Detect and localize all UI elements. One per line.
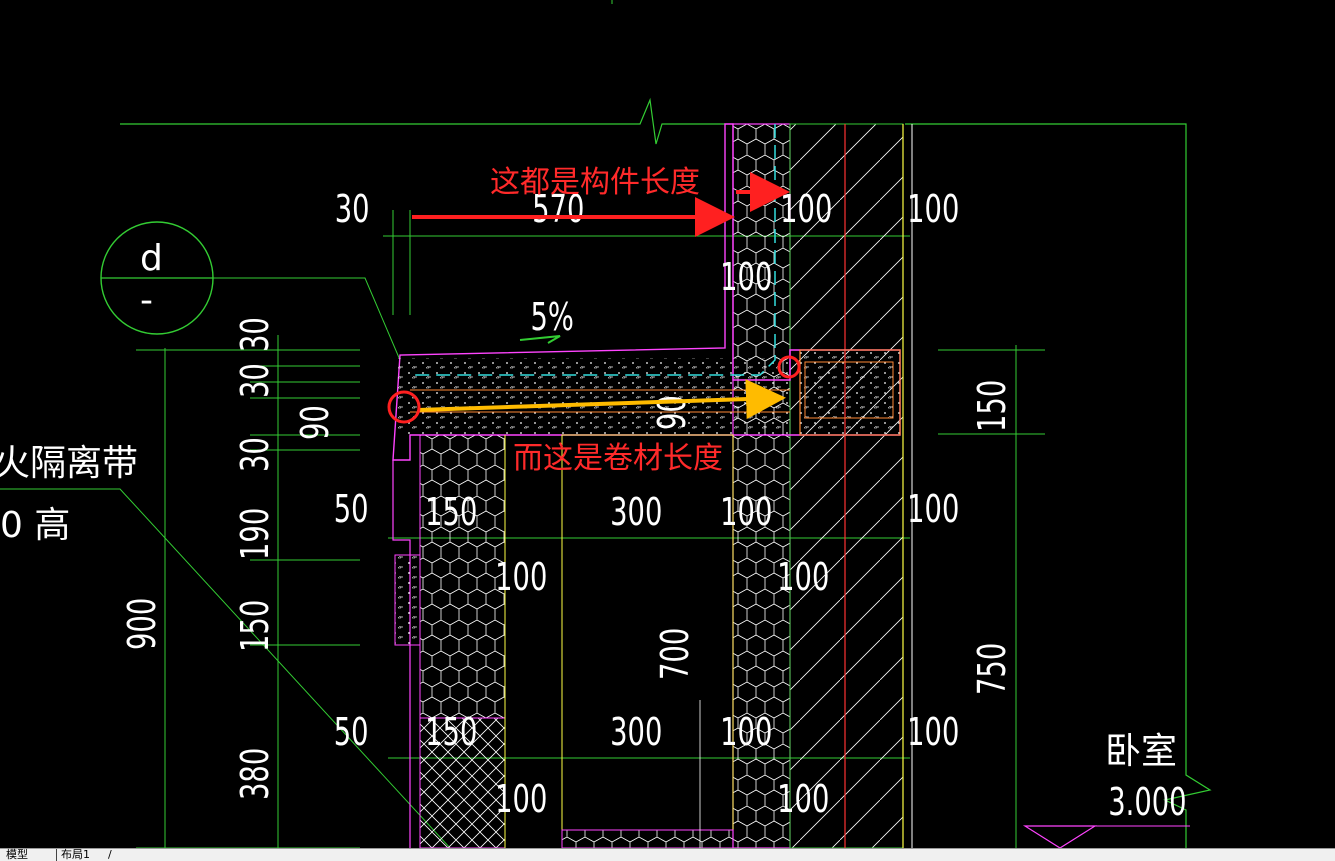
dim-mid-150: 150 (425, 489, 477, 534)
right-outline (905, 123, 1212, 848)
dim-mid-100-b: 100 (907, 486, 959, 531)
left-stack-dims: 30 30 30 90 190 150 380 900 (119, 317, 337, 800)
dim-30-b: 30 (232, 363, 277, 398)
dim-90-left: 90 (292, 405, 337, 440)
dim-mid-100-a: 100 (720, 489, 772, 534)
annotation-membrane-length: 而这是卷材长度 (513, 441, 723, 476)
beam-block (799, 349, 901, 436)
dim-low-sub-100-b: 100 (777, 776, 829, 821)
dim-30-top: 30 (335, 186, 370, 231)
dim-750: 750 (969, 643, 1014, 695)
dim-900: 900 (119, 598, 164, 650)
dim-700: 700 (652, 628, 697, 680)
circle-marker-icon (777, 355, 801, 379)
tab-layout1[interactable]: 布局1 (56, 849, 94, 861)
dim-100-top-b: 100 (907, 186, 959, 231)
dim-100-top-a: 100 (780, 186, 832, 231)
dim-150-right: 150 (969, 380, 1014, 432)
leader-line-upper (213, 277, 401, 361)
dim-low-50: 50 (334, 709, 369, 754)
lower-wall-left (392, 460, 411, 848)
dim-100-upper: 100 (720, 254, 772, 299)
dim-30-c: 30 (232, 437, 277, 472)
leader-line-lower (0, 488, 451, 848)
break-line-icon (120, 0, 725, 145)
circle-marker-icon (387, 390, 421, 424)
room-name: 卧室 (1105, 731, 1177, 772)
dim-mid-300: 300 (610, 489, 662, 534)
parapet-insulation (732, 123, 791, 848)
section-symbol: d - (100, 221, 214, 335)
dim-low-sub-100-a: 100 (495, 776, 547, 821)
wall-diagonal-hatch (789, 123, 904, 848)
mid-row-dims: 50 150 300 100 100 100 100 (334, 486, 960, 599)
left-label-isolation-belt: 火隔离带 (0, 443, 138, 484)
slope-arrow (519, 335, 561, 344)
room-elevation: 3.000 (1108, 779, 1186, 824)
section-symbol-top: d (140, 238, 163, 279)
slope-label: 5% (530, 294, 573, 339)
lower-crosshatch (419, 717, 506, 848)
dim-380: 380 (232, 748, 277, 800)
dim-low-100-a: 100 (720, 709, 772, 754)
arrow-right-icon (417, 379, 786, 420)
dim-low-300: 300 (610, 709, 662, 754)
dim-mid-50: 50 (334, 486, 369, 531)
coping-concrete (397, 358, 790, 434)
tab-separator: / (108, 848, 112, 861)
layout-tab-bar: 模型 布局1 / (0, 848, 1335, 861)
membrane-dashed (415, 124, 776, 376)
dim-150-left: 150 (232, 600, 277, 652)
section-symbol-bottom: - (140, 280, 153, 321)
tab-model[interactable]: 模型 (6, 848, 28, 861)
left-dimension-lines (136, 335, 360, 848)
dim-30-a: 30 (232, 317, 277, 352)
low-row-dims: 50 150 300 100 100 100 100 (334, 709, 960, 821)
left-label-height: 0 高 (0, 505, 70, 546)
dim-570: 570 (532, 186, 584, 231)
dim-mid-sub-100-b: 100 (777, 554, 829, 599)
dim-190: 190 (232, 508, 277, 560)
dim-low-100-b: 100 (907, 709, 959, 754)
lower-insulation-left (419, 434, 506, 719)
floor-level-marker (1022, 825, 1098, 848)
annotation-component-length: 这都是构件长度 (490, 165, 700, 200)
dim-low-150: 150 (425, 709, 477, 754)
dim-mid-sub-100-a: 100 (495, 554, 547, 599)
